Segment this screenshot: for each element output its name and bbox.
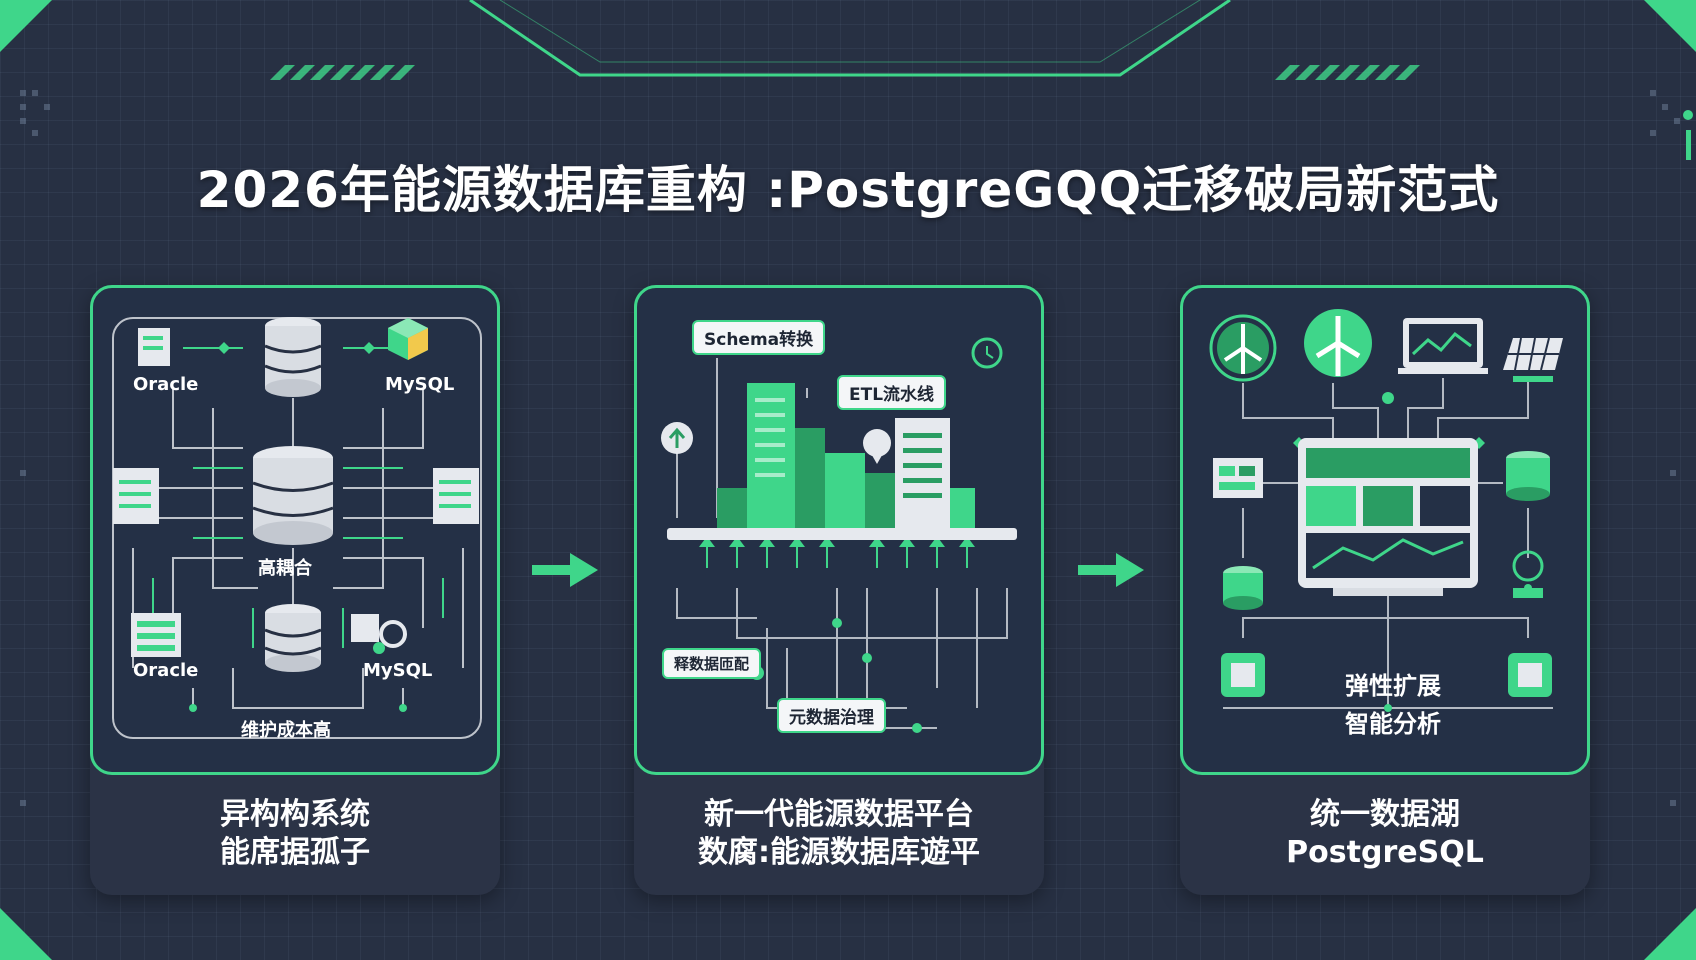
location-pin-icon — [1512, 550, 1544, 598]
oracle-label: Oracle — [133, 374, 199, 395]
panel-caption-line1: 新一代能源数据平台 — [704, 797, 974, 832]
oracle-label: Oracle — [133, 660, 199, 681]
leaf-icon — [661, 422, 693, 454]
wind-turbine-icon — [1209, 314, 1277, 382]
cube-icon — [351, 614, 407, 654]
document-icon — [433, 468, 479, 524]
chip-icon — [1508, 653, 1552, 697]
panel-caption-line2: 数腐:能源数据库遊平 — [698, 835, 980, 870]
document-icon — [113, 468, 159, 524]
legacy-system-diagram: Oracle MySQL 高耦合 Oracle MySQL 维护成本高 — [90, 285, 500, 775]
data-mapping-tag: 释数据匝配 — [662, 648, 762, 679]
database-icon — [252, 446, 334, 545]
wind-turbine-icon — [1304, 309, 1372, 377]
solar-panel-icon — [1503, 337, 1563, 382]
panel-caption-line2: PostgreSQL — [1286, 835, 1484, 870]
page-title: 2026年能源数据库重构 :PostgreGQQ迁移破局新范式 — [196, 161, 1500, 219]
database-icon — [1506, 451, 1550, 501]
elastic-scaling-label: 弹性扩展 — [1345, 672, 1441, 700]
location-pin-icon — [863, 429, 891, 464]
legacy-system-panel: Oracle MySQL 高耦合 Oracle MySQL 维护成本高 异构构系… — [90, 285, 500, 895]
document-icon — [131, 613, 181, 657]
clock-icon — [971, 337, 1003, 369]
metadata-governance-tag: 元数据治理 — [777, 698, 886, 733]
arrow-right-icon — [532, 553, 598, 587]
document-icon — [138, 328, 170, 366]
migration-panel: Schema转换 ETL流水线 释数据匝配 元数据治理 新一代能源数据平台 数腐… — [634, 285, 1044, 895]
coupling-label: 高耦合 — [258, 558, 312, 579]
monitor-icon — [1398, 318, 1488, 374]
server-icon — [1213, 458, 1263, 498]
cube-icon — [388, 318, 428, 360]
migration-diagram: Schema转换 ETL流水线 释数据匝配 元数据治理 — [634, 285, 1044, 775]
panel-caption-line1: 异构构系统 — [220, 797, 370, 832]
panel-caption-line1: 统一数据湖 — [1310, 797, 1460, 832]
mysql-label: MySQL — [385, 374, 455, 395]
maintenance-cost-label: 维护成本高 — [241, 720, 331, 741]
smart-analysis-label: 智能分析 — [1345, 710, 1441, 738]
chip-icon — [1221, 653, 1265, 697]
database-icon — [1223, 566, 1263, 610]
schema-conversion-tag: Schema转换 — [692, 320, 826, 355]
database-icon — [264, 604, 322, 672]
data-lake-diagram: 弹性扩展 智能分析 — [1180, 285, 1590, 775]
data-bus — [667, 528, 1017, 540]
etl-pipeline-tag: ETL流水线 — [837, 375, 947, 410]
arrow-right-icon — [1078, 553, 1144, 587]
database-icon — [264, 317, 322, 397]
dashboard-icon — [1298, 438, 1478, 596]
panel-caption-line2: 能席据孤子 — [220, 835, 370, 870]
mysql-label: MySQL — [363, 660, 433, 681]
unified-data-lake-panel: 弹性扩展 智能分析 统一数据湖 PostgreSQL — [1180, 285, 1590, 895]
